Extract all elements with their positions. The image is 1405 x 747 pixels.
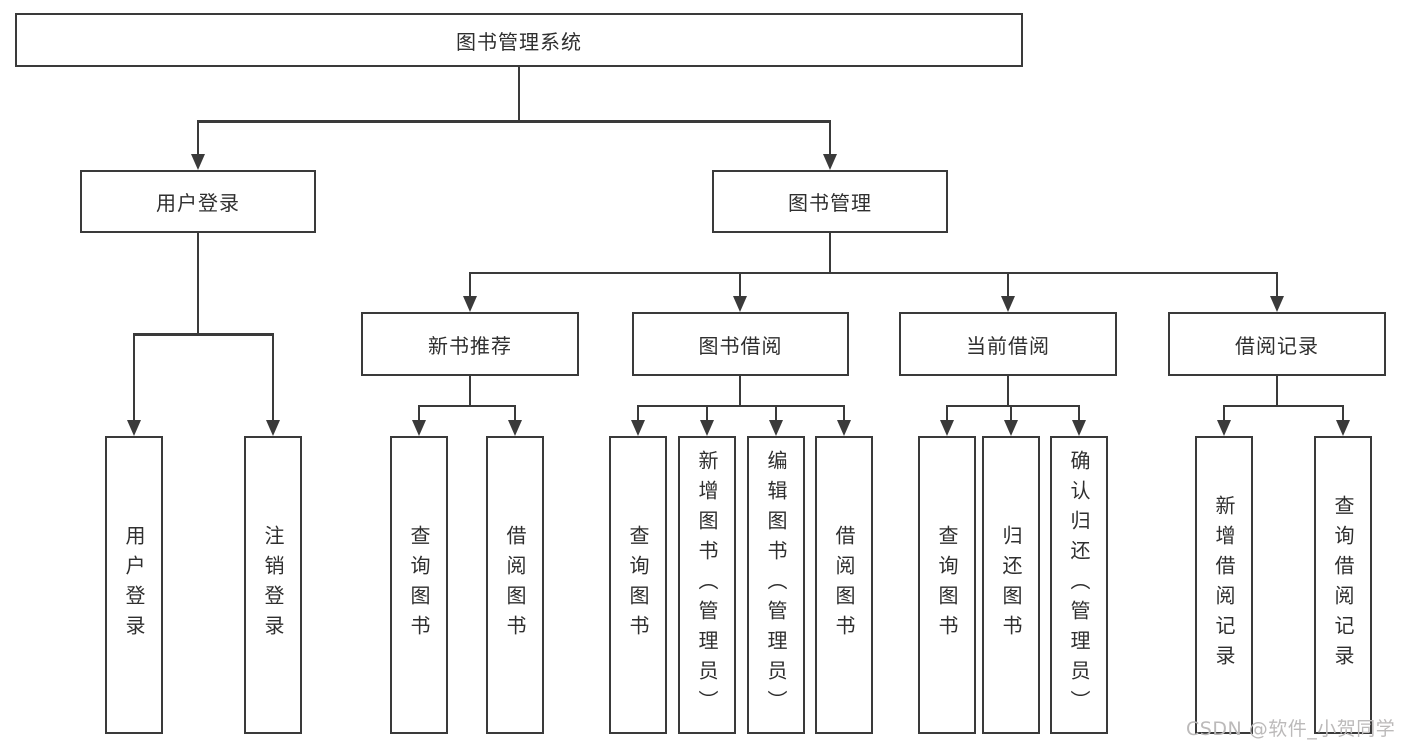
connector-current-stem (1006, 376, 1010, 407)
leaf-borrow-add-books-admin-label: 新增图书（管理员） (695, 450, 719, 720)
arrowhead-user-login (191, 154, 205, 170)
leaf-current-confirm-return-admin-label: 确认归还（管理员） (1067, 450, 1091, 720)
leaf-borrow-add-books-admin: 新增图书（管理员） (678, 436, 736, 734)
connector-stem-new-book-recommend (468, 271, 472, 298)
connector-new-book-bar (417, 404, 517, 407)
node-book-borrowing-label: 图书借阅 (698, 333, 783, 358)
node-borrow-records: 借阅记录 (1168, 312, 1386, 376)
node-user-login: 用户登录 (80, 170, 316, 233)
leaf-current-query-books: 查询图书 (918, 436, 976, 734)
arrowhead-borrow-query (631, 420, 645, 436)
node-current-borrowing-label: 当前借阅 (966, 333, 1050, 358)
connector-new-book-stem (468, 376, 472, 407)
node-user-login-label: 用户登录 (156, 191, 240, 215)
arrowhead-leaf-logout (266, 420, 280, 436)
node-new-book-recommend-label: 新书推荐 (428, 333, 512, 358)
connector-stem-records-query (1341, 404, 1345, 423)
leaf-newbook-borrow-books: 借阅图书 (486, 436, 544, 734)
connector-stem-leaf-logout (271, 333, 275, 422)
arrowhead-borrow-edit (769, 420, 783, 436)
connector-stem-current-borrowing (1006, 271, 1010, 298)
watermark: CSDN @软件_小贺同学 (1186, 718, 1396, 740)
node-book-management-label: 图书管理 (788, 191, 872, 215)
arrowhead-current-borrowing (1001, 296, 1015, 312)
arrowhead-leaf-login (127, 420, 141, 436)
arrowhead-borrow-records (1270, 296, 1284, 312)
connector-records-bar (1222, 404, 1345, 407)
connector-root-bar (196, 120, 832, 123)
node-library-system-label: 图书管理系统 (456, 29, 582, 54)
node-library-system: 图书管理系统 (15, 13, 1023, 67)
arrowhead-newbook-borrow (508, 420, 522, 436)
node-new-book-recommend: 新书推荐 (361, 312, 579, 376)
connector-stem-book-management (828, 120, 832, 156)
leaf-borrow-edit-books-admin-label: 编辑图书（管理员） (764, 450, 788, 720)
arrowhead-borrow-add (700, 420, 714, 436)
node-book-borrowing: 图书借阅 (632, 312, 849, 376)
connector-stem-borrow-add (705, 404, 709, 423)
node-book-management: 图书管理 (712, 170, 948, 233)
arrowhead-book-management (823, 154, 837, 170)
connector-stem-current-query (945, 404, 949, 423)
connector-root-stem (517, 67, 521, 121)
connector-user-login-stem (196, 233, 200, 334)
leaf-records-query-borrow-record: 查询借阅记录 (1314, 436, 1372, 734)
leaf-newbook-borrow-books-label: 借阅图书 (503, 525, 527, 645)
leaf-current-return-books-label: 归还图书 (999, 525, 1023, 645)
leaf-current-return-books: 归还图书 (982, 436, 1040, 734)
connector-current-bar (945, 404, 1081, 407)
leaf-borrow-borrow-books: 借阅图书 (815, 436, 873, 734)
leaf-newbook-query-books-label: 查询图书 (407, 525, 431, 645)
leaf-newbook-query-books: 查询图书 (390, 436, 448, 734)
leaf-logout-label: 注销登录 (261, 525, 285, 645)
leaf-records-add-borrow-record-label: 新增借阅记录 (1212, 495, 1236, 675)
arrowhead-newbook-query (412, 420, 426, 436)
connector-book-management-stem (828, 233, 832, 274)
leaf-records-query-borrow-record-label: 查询借阅记录 (1331, 495, 1355, 675)
leaf-current-query-books-label: 查询图书 (935, 525, 959, 645)
arrowhead-book-borrowing (733, 296, 747, 312)
leaf-borrow-query-books-label: 查询图书 (626, 525, 650, 645)
leaf-user-login-label: 用户登录 (122, 525, 146, 645)
connector-book-management-bar (468, 271, 1279, 274)
connector-stem-records-add (1222, 404, 1226, 423)
connector-stem-borrow-records (1275, 271, 1279, 298)
connector-book-borrow-stem (738, 376, 742, 407)
connector-stem-borrow-borrow (842, 404, 846, 423)
arrowhead-records-add (1217, 420, 1231, 436)
leaf-current-confirm-return-admin: 确认归还（管理员） (1050, 436, 1108, 734)
connector-book-borrow-bar (636, 404, 846, 407)
arrowhead-new-book-recommend (463, 296, 477, 312)
leaf-borrow-query-books: 查询图书 (609, 436, 667, 734)
connector-stem-borrow-edit (774, 404, 778, 423)
arrowhead-borrow-borrow (837, 420, 851, 436)
leaf-logout: 注销登录 (244, 436, 302, 734)
node-current-borrowing: 当前借阅 (899, 312, 1117, 376)
connector-stem-current-return (1009, 404, 1013, 423)
leaf-borrow-borrow-books-label: 借阅图书 (832, 525, 856, 645)
leaf-user-login: 用户登录 (105, 436, 163, 734)
node-borrow-records-label: 借阅记录 (1235, 333, 1319, 358)
leaf-borrow-edit-books-admin: 编辑图书（管理员） (747, 436, 805, 734)
arrowhead-current-confirm (1072, 420, 1086, 436)
connector-stem-newbook-borrow (513, 404, 517, 423)
arrowhead-current-return (1004, 420, 1018, 436)
leaf-records-add-borrow-record: 新增借阅记录 (1195, 436, 1253, 734)
arrowhead-current-query (940, 420, 954, 436)
connector-records-stem (1275, 376, 1279, 407)
connector-stem-leaf-login (132, 333, 136, 422)
connector-stem-book-borrowing (738, 271, 742, 298)
connector-stem-newbook-query (417, 404, 421, 423)
connector-stem-borrow-query (636, 404, 640, 423)
connector-user-login-bar (132, 333, 275, 336)
arrowhead-records-query (1336, 420, 1350, 436)
connector-stem-user-login (196, 120, 200, 156)
connector-stem-current-confirm (1077, 404, 1081, 423)
